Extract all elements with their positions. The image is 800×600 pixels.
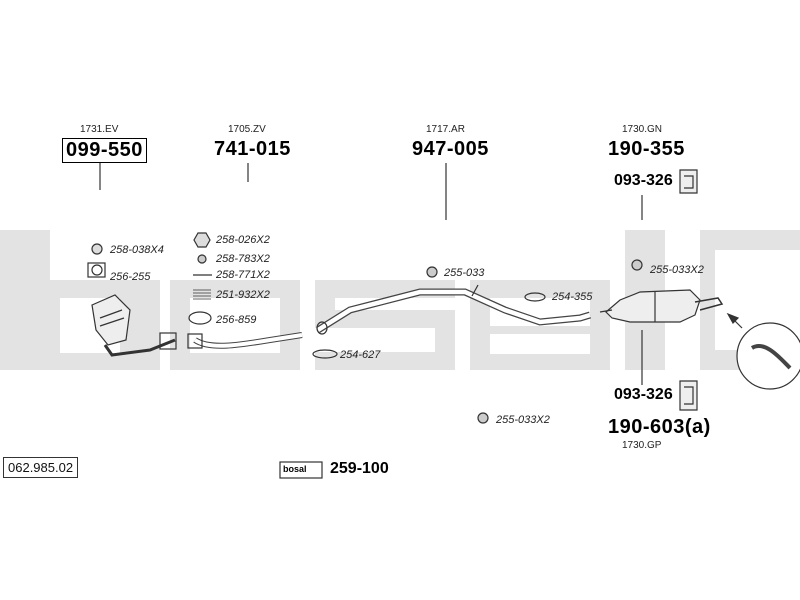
part-741-015: 741-015 [214, 138, 291, 160]
label-258-783x2: 258-783X2 [216, 253, 270, 265]
ref-1717-ar: 1717.AR [426, 124, 465, 135]
ref-1731-ev: 1731.EV [80, 124, 119, 135]
ref-1730-gn: 1730.GN [622, 124, 663, 135]
label-256-255: 256-255 [110, 271, 151, 283]
mount-bracket-drawings [679, 169, 698, 411]
part-190-603a: 190-603(a) [608, 416, 711, 438]
rear-muffler-drawing [599, 289, 724, 323]
kit-259-100: 259-100 [330, 460, 389, 477]
mount-093-326-bottom: 093-326 [614, 386, 673, 403]
catalytic-converter-drawing [91, 294, 177, 357]
label-254-355: 254-355 [552, 291, 593, 303]
label-258-771x2: 258-771X2 [216, 269, 270, 281]
mount-093-326-top: 093-326 [614, 172, 673, 189]
small-parts-drawings [87, 232, 643, 424]
label-255-033x2-bottom: 255-033X2 [496, 414, 550, 426]
ref-1705-zv: 1705.ZV [228, 124, 266, 135]
document-code: 062.985.02 [3, 457, 79, 478]
bosal-logo: bosal [283, 464, 307, 474]
label-258-038x4: 258-038X4 [110, 244, 164, 256]
ref-1730-gp: 1730.GP [622, 440, 662, 451]
label-258-026x2: 258-026X2 [216, 234, 270, 246]
label-254-627: 254-627 [340, 349, 381, 361]
label-251-932x2: 251-932X2 [216, 289, 270, 301]
part-947-005: 947-005 [412, 138, 489, 160]
label-255-033: 255-033 [444, 267, 485, 279]
label-255-033x2-right: 255-033X2 [650, 264, 704, 276]
front-pipe-drawing [187, 332, 303, 349]
center-pipe-drawing [316, 284, 592, 335]
part-190-355: 190-355 [608, 138, 685, 160]
detail-circle-drawing [726, 312, 800, 390]
part-099-550: 099-550 [62, 138, 147, 163]
label-256-859: 256-859 [216, 314, 257, 326]
